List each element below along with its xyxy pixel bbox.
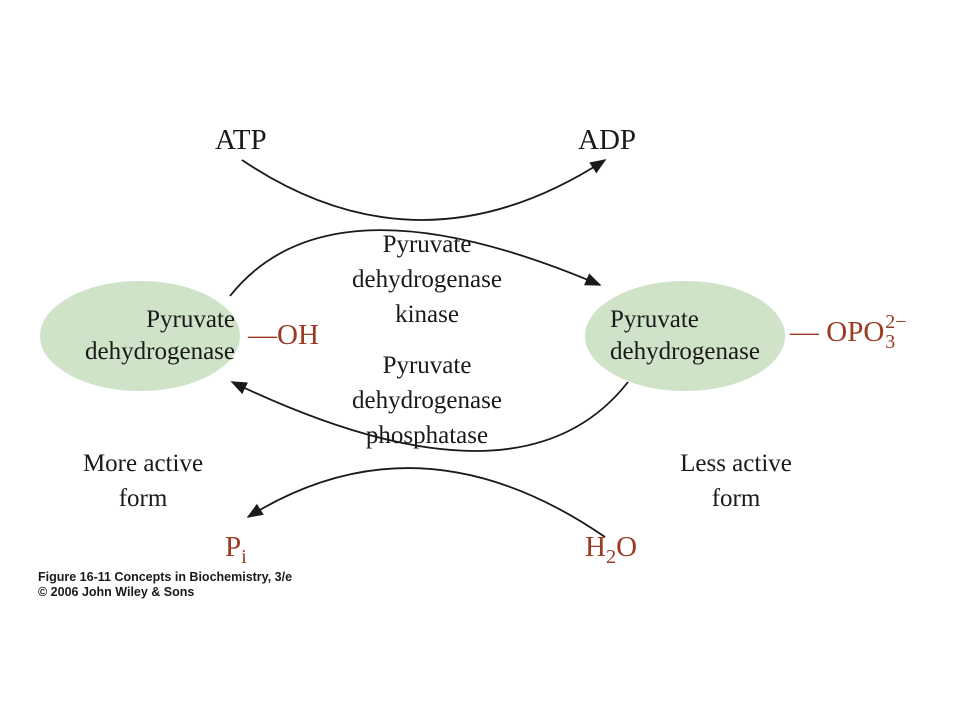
figure-caption: Figure 16-11 Concepts in Biochemistry, 3…: [38, 570, 292, 600]
atp-label: ATP: [215, 124, 267, 156]
kinase-arc-arrow: [229, 229, 602, 297]
water-subscript: 2: [605, 545, 617, 568]
pi-subscript: i: [241, 545, 247, 568]
less-active-line-2: form: [711, 485, 761, 512]
kinase-label: Pyruvate dehydrogenase kinase: [327, 227, 527, 332]
phosphatase-line-2: dehydrogenase: [352, 387, 502, 414]
phosphate-charge: 2−: [885, 311, 907, 333]
water-label: H2O: [585, 533, 637, 567]
adp-label: ADP: [578, 124, 637, 156]
less-active-line-1: Less active: [680, 450, 792, 477]
left-enzyme-label: Pyruvate dehydrogenase: [60, 304, 235, 368]
water-h: H: [585, 531, 606, 563]
less-active-label: Less active form: [661, 446, 811, 516]
phosphate-base: — OPO: [790, 316, 885, 348]
right-enzyme-label: Pyruvate dehydrogenase: [610, 304, 790, 368]
caption-line-2: © 2006 John Wiley & Sons: [38, 585, 195, 599]
caption-line-1: Figure 16-11 Concepts in Biochemistry, 3…: [38, 570, 293, 584]
kinase-line-1: Pyruvate: [382, 231, 472, 258]
kinase-line-3: kinase: [395, 301, 459, 328]
left-enzyme-line-1: Pyruvate: [146, 306, 235, 333]
more-active-line-2: form: [118, 485, 168, 512]
phosphatase-line-3: phosphatase: [365, 422, 489, 449]
left-enzyme-line-2: dehydrogenase: [85, 338, 235, 365]
atp-to-adp-arrow: [241, 159, 607, 221]
more-active-line-1: More active: [82, 450, 204, 477]
phosphatase-arc-arrow: [230, 381, 629, 452]
left-enzyme-ellipse: [40, 281, 240, 391]
right-enzyme-line-1: Pyruvate: [610, 306, 699, 333]
right-enzyme-line-2: dehydrogenase: [610, 338, 760, 365]
pi-base: P: [225, 531, 242, 563]
kinase-line-2: dehydrogenase: [352, 266, 502, 293]
phosphatase-label: Pyruvate dehydrogenase phosphatase: [327, 348, 527, 453]
hydroxyl-group: —OH: [248, 319, 319, 351]
phosphatase-line-1: Pyruvate: [382, 352, 472, 379]
right-enzyme-ellipse: [585, 281, 785, 391]
water-to-pi-arrow: [246, 467, 606, 538]
pi-label: Pi: [225, 533, 247, 567]
phosphate-subscript: 3: [885, 331, 896, 353]
water-o: O: [616, 531, 638, 563]
more-active-label: More active form: [68, 446, 218, 516]
